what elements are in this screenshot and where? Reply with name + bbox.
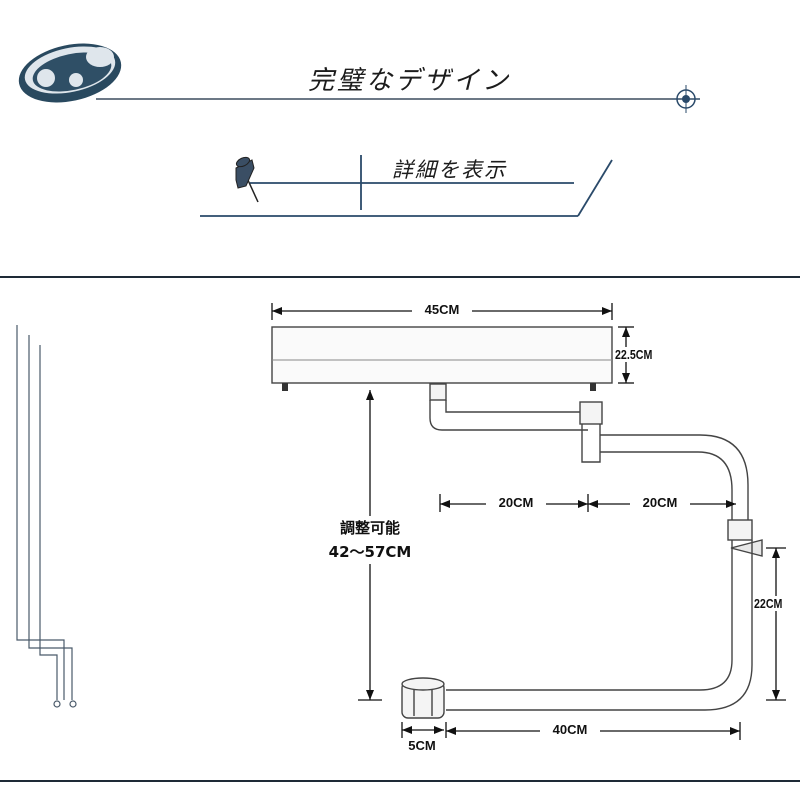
adjustable-range: 42～57CM	[328, 543, 412, 561]
width-label: 45CM	[412, 302, 472, 317]
dimension-arrows	[272, 307, 780, 735]
clamp-label: 5CM	[396, 738, 448, 753]
arm-right-label: 20CM	[630, 495, 690, 510]
circuit-decoration	[16, 325, 77, 708]
details-link[interactable]: 詳細を表示	[392, 158, 507, 182]
adjustable-label: 調整可能	[339, 519, 400, 537]
height-label: 22.5CM	[615, 347, 653, 362]
arm-shape	[429, 383, 763, 711]
arm-left-label: 20CM	[486, 495, 546, 510]
logo-icon	[18, 43, 122, 103]
base-label: 40CM	[540, 722, 600, 737]
pushpin-icon	[235, 156, 259, 203]
clamp-shape	[401, 677, 445, 719]
tray-shape	[271, 326, 613, 391]
page-title: 完璧なデザイン	[308, 66, 512, 96]
target-icon	[672, 85, 700, 113]
vertical-label: 22CM	[754, 596, 783, 611]
